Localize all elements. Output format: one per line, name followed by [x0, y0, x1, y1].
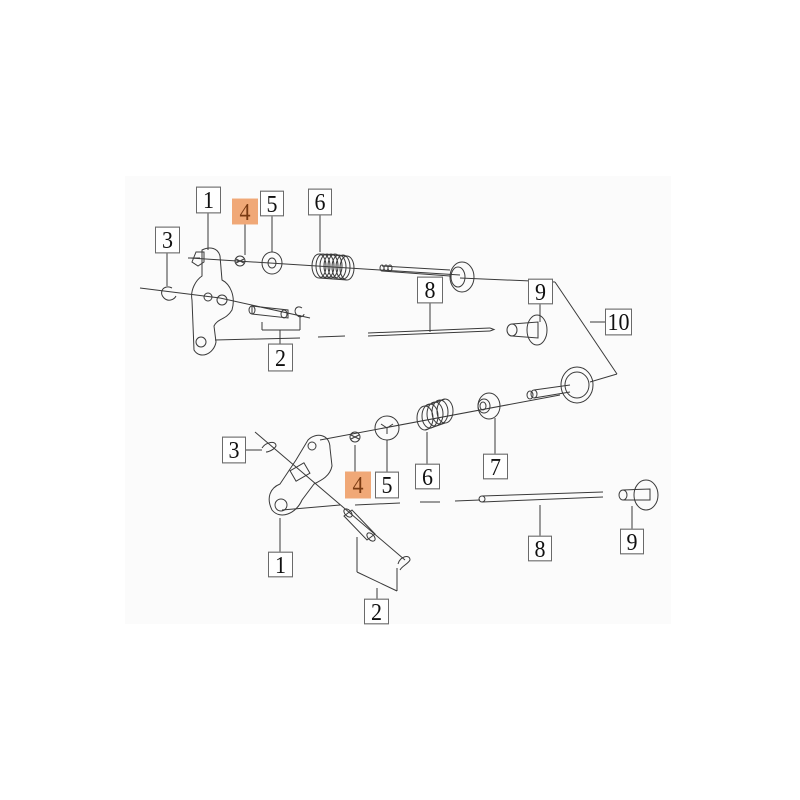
callout-upper-9: 9: [528, 278, 553, 305]
callout-lower-5: 5: [375, 471, 399, 499]
callout-upper-3: 3: [155, 226, 180, 254]
callout-upper-6: 6: [308, 188, 332, 216]
callout-lower-1: 1: [268, 551, 293, 578]
callout-upper-5: 5: [260, 190, 284, 217]
callout-lower-8: 8: [528, 535, 552, 562]
diagram-panel: [125, 176, 671, 624]
callout-lower-6: 6: [415, 463, 440, 490]
callout-lower-4-highlighted: 4: [345, 471, 371, 499]
callout-lower-9: 9: [620, 528, 644, 555]
callout-lower-3: 3: [222, 436, 246, 464]
callout-upper-2: 2: [268, 343, 293, 372]
callout-upper-4-highlighted: 4: [232, 198, 258, 225]
callout-lower-7: 7: [483, 453, 508, 480]
callout-10: 10: [605, 308, 632, 336]
callout-upper-8: 8: [417, 276, 443, 304]
callout-upper-1: 1: [196, 186, 221, 214]
callout-lower-2: 2: [364, 598, 389, 625]
